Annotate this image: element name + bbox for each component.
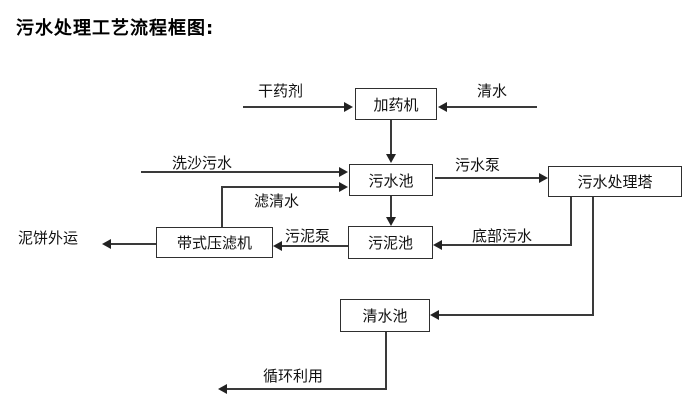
edge-filtered-water-hline bbox=[221, 186, 339, 188]
edge-mud-cake-arrow-icon bbox=[102, 239, 111, 249]
edge-sewage-pump-arrow-icon bbox=[539, 173, 548, 183]
edge-label-mud-cake: 泥饼外运 bbox=[18, 229, 79, 247]
edge-mud-cake-line bbox=[111, 243, 156, 245]
diagram-title: 污水处理工艺流程框图: bbox=[16, 18, 215, 39]
edge-clear-water-line bbox=[447, 106, 537, 108]
edge-recycle-vline bbox=[385, 332, 387, 390]
edge-bottom-sewage-hline bbox=[442, 244, 572, 246]
edge-label-dry-chemical: 干药剂 bbox=[258, 82, 304, 100]
edge-sewage-pump-line bbox=[435, 177, 539, 179]
node-sewage-pool: 污水池 bbox=[349, 164, 433, 196]
edge-label-sludge-pump: 污泥泵 bbox=[285, 227, 331, 245]
edge-bottom-sewage-vline bbox=[570, 197, 572, 246]
edge-recycle-hline bbox=[227, 388, 387, 390]
edge-label-sand-washing: 洗沙污水 bbox=[172, 154, 233, 172]
edge-dosing-to-sewage-arrow-icon bbox=[386, 154, 396, 163]
edge-recycle-arrow-icon bbox=[218, 384, 227, 394]
edge-filtered-water-vline bbox=[221, 186, 223, 227]
node-clear-water-pool: 清水池 bbox=[340, 299, 430, 332]
node-dosing-machine: 加药机 bbox=[355, 88, 437, 120]
edge-sludge-pump-arrow-icon bbox=[273, 241, 282, 251]
edge-sludge-pump-line bbox=[282, 245, 348, 247]
edge-filtered-water-arrow-icon bbox=[339, 182, 348, 192]
edge-clear-water-arrow-icon bbox=[438, 102, 447, 112]
node-treatment-tower: 污水处理塔 bbox=[548, 166, 682, 197]
edge-tower-to-clearpool-arrow-icon bbox=[430, 310, 439, 320]
edge-sand-washing-line bbox=[141, 171, 339, 173]
edge-label-bottom-sewage: 底部污水 bbox=[472, 227, 533, 245]
edge-label-sewage-pump: 污水泵 bbox=[455, 156, 501, 174]
edge-sand-washing-arrow-icon bbox=[339, 167, 348, 177]
edge-dosing-to-sewage-line bbox=[390, 120, 392, 154]
edge-sewage-to-sludge-line bbox=[390, 196, 392, 217]
edge-tower-to-clearpool-vline bbox=[592, 197, 594, 316]
node-belt-filter-press: 带式压滤机 bbox=[156, 227, 273, 258]
edge-tower-to-clearpool-hline bbox=[439, 314, 594, 316]
edge-dry-chemical-arrow-icon bbox=[344, 102, 353, 112]
edge-label-clear-water: 清水 bbox=[477, 82, 508, 100]
edge-label-filtered-water: 滤清水 bbox=[254, 192, 300, 210]
node-sludge-pool: 污泥池 bbox=[348, 226, 433, 259]
edge-bottom-sewage-arrow-icon bbox=[433, 240, 442, 250]
edge-dry-chemical-line bbox=[243, 106, 344, 108]
edge-sewage-to-sludge-arrow-icon bbox=[386, 217, 396, 226]
edge-label-recycle: 循环利用 bbox=[263, 367, 324, 385]
